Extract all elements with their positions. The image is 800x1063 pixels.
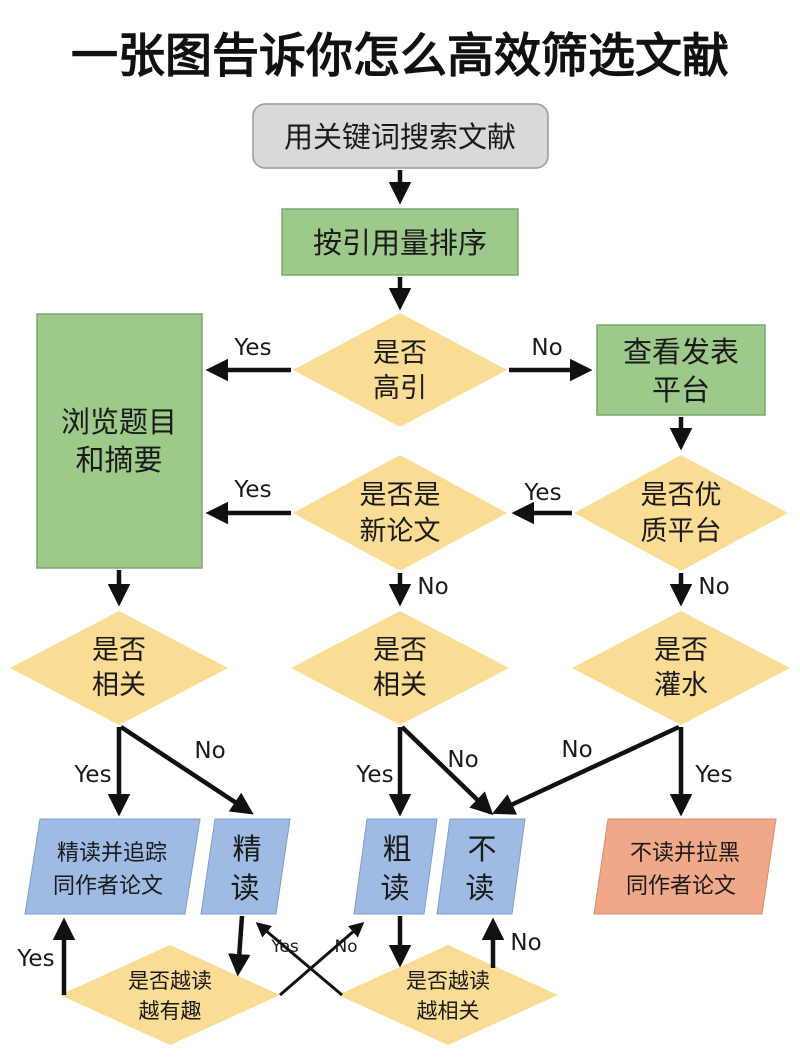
new-paper-line1: 是否是 bbox=[360, 480, 441, 511]
filler-line2: 灌水 bbox=[654, 670, 708, 701]
new-paper-diamond: 是否是 新论文 bbox=[293, 455, 507, 571]
more-relevant-line2: 越相关 bbox=[417, 999, 480, 1023]
arrow bbox=[228, 915, 251, 977]
search-label: 用关键词搜索文献 bbox=[284, 120, 516, 154]
relevant-left-diamond: 是否 相关 bbox=[10, 611, 228, 725]
high-cite-diamond: 是否 高引 bbox=[293, 313, 507, 427]
sort-box: 按引用量排序 bbox=[281, 208, 519, 276]
relevant-mid-diamond: 是否 相关 bbox=[291, 611, 509, 725]
arrow bbox=[491, 724, 680, 815]
sort-label: 按引用量排序 bbox=[313, 226, 487, 260]
relevant-mid-line1: 是否 bbox=[373, 635, 427, 666]
track-line1: 精读并追踪 bbox=[57, 841, 167, 866]
intensive-line1: 精 bbox=[232, 832, 261, 866]
blacklist-line2: 同作者论文 bbox=[626, 874, 736, 899]
filler-line1: 是否 bbox=[654, 635, 708, 666]
yes-label: Yes bbox=[523, 480, 561, 506]
more-relevant-line1: 是否越读 bbox=[406, 969, 490, 993]
relevant-mid-line2: 相关 bbox=[373, 670, 427, 701]
high-cite-line1: 是否 bbox=[373, 338, 427, 369]
skip-box: 不 读 bbox=[436, 818, 526, 915]
track-box: 精读并追踪 同作者论文 bbox=[24, 818, 201, 915]
skip-line2: 读 bbox=[465, 871, 494, 905]
relevant-left-line2: 相关 bbox=[92, 670, 146, 701]
yes-label: Yes bbox=[355, 762, 393, 788]
no-label: No bbox=[531, 335, 562, 361]
blacklist-line1: 不读并拉黑 bbox=[630, 841, 740, 866]
skim-box: 粗 读 bbox=[353, 818, 438, 915]
yes-label: Yes bbox=[16, 946, 54, 972]
blacklist-box: 不读并拉黑 同作者论文 bbox=[593, 818, 777, 915]
browse-line1: 浏览题目 bbox=[61, 405, 177, 439]
track-line2: 同作者论文 bbox=[53, 874, 163, 899]
intensive-line2: 读 bbox=[230, 871, 259, 905]
intensive-box: 精 读 bbox=[200, 818, 291, 915]
more-fun-line1: 是否越读 bbox=[128, 969, 212, 993]
no-label: No bbox=[194, 738, 225, 764]
page-title: 一张图告诉你怎么高效筛选文献 bbox=[71, 29, 729, 84]
quality-platform-diamond: 是否优 质平台 bbox=[574, 455, 788, 571]
more-relevant-diamond: 是否越读 越相关 bbox=[338, 945, 558, 1045]
browse-box: 浏览题目 和摘要 bbox=[36, 313, 203, 569]
no-label: No bbox=[447, 747, 478, 773]
platform-line1: 查看发表 bbox=[623, 335, 739, 369]
no-label: No bbox=[417, 574, 448, 600]
yes-label: Yes bbox=[270, 937, 299, 957]
no-label: No bbox=[510, 930, 541, 956]
skip-line1: 不 bbox=[467, 832, 496, 866]
new-paper-line2: 新论文 bbox=[360, 516, 441, 547]
relevant-left-line1: 是否 bbox=[92, 635, 146, 666]
high-cite-line2: 高引 bbox=[373, 373, 427, 404]
quality-line2: 质平台 bbox=[641, 516, 722, 547]
quality-line1: 是否优 bbox=[641, 480, 722, 511]
platform-line2: 平台 bbox=[652, 373, 710, 407]
no-label: No bbox=[698, 574, 729, 600]
yes-label: Yes bbox=[233, 477, 271, 503]
browse-line2: 和摘要 bbox=[75, 443, 162, 477]
platform-box: 查看发表 平台 bbox=[596, 324, 766, 416]
search-box: 用关键词搜索文献 bbox=[252, 103, 549, 169]
yes-label: Yes bbox=[694, 762, 732, 788]
yes-label: Yes bbox=[73, 762, 111, 788]
arrow bbox=[400, 725, 494, 816]
filler-diamond: 是否 灌水 bbox=[572, 611, 790, 725]
arrow bbox=[255, 922, 343, 997]
no-label: No bbox=[334, 937, 357, 957]
no-label: No bbox=[561, 737, 592, 763]
arrow bbox=[279, 922, 365, 997]
more-fun-line2: 越有趣 bbox=[139, 999, 202, 1023]
skim-line2: 读 bbox=[380, 871, 409, 905]
more-fun-diamond: 是否越读 越有趣 bbox=[60, 945, 280, 1045]
arrow bbox=[119, 725, 254, 815]
skim-line1: 粗 bbox=[382, 832, 411, 866]
yes-label: Yes bbox=[233, 335, 271, 361]
